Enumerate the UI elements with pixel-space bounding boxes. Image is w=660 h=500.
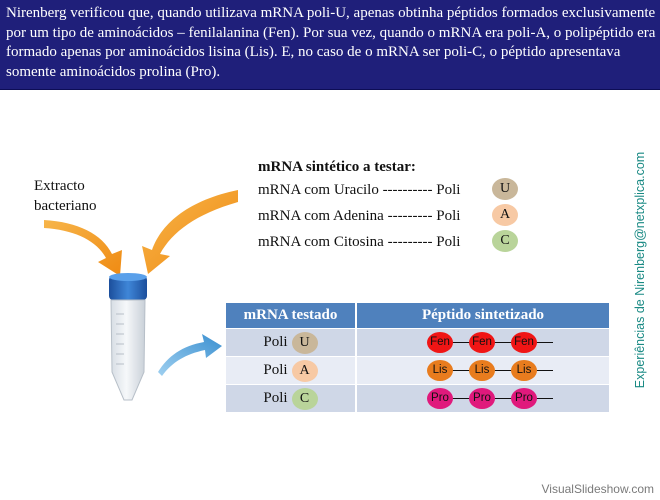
aminoacid-fen: Fen [427,332,453,353]
peptide-chain: Pro Pro Pro [427,388,557,409]
mrna-item-text: mRNA com Citosina --------- Poli [258,234,461,250]
results-table: mRNA testado Péptido sintetizado Poli U … [226,303,609,412]
aminoacid-pro: Pro [427,388,453,409]
aminoacid-fen: Fen [469,332,495,353]
poli-label: Poli [263,362,288,378]
nucleotide-badge-a: A [291,359,318,382]
peptide-cell: Fen Fen Fen [356,328,609,357]
right-orange-arrow [142,190,238,274]
intro-text: Nirenberg verificou que, quando utilizav… [6,5,656,80]
aminoacid-lis: Lis [511,360,537,381]
aminoacid-lis: Lis [469,360,495,381]
table-header-row: mRNA testado Péptido sintetizado [226,303,609,329]
nucleotide-badge-a: A [492,204,518,226]
table-row: Poli U Fen Fen Fen [226,328,609,357]
aminoacid-pro: Pro [511,388,537,409]
mrna-item-uracilo: mRNA com Uracilo ---------- Poli U [258,177,518,203]
mrna-item-citosina: mRNA com Citosina --------- Poli C [258,229,518,255]
watermark: VisualSlideshow.com [541,482,654,496]
nucleotide-badge-u: U [492,178,518,200]
poli-label: Poli [263,390,288,406]
mrna-item-adenina: mRNA com Adenina --------- Poli A [258,203,518,229]
nucleotide-badge-c: C [291,387,318,410]
test-tube-icon [109,273,147,401]
extract-label: Extracto bacteriano [34,178,97,214]
left-orange-arrow [44,220,122,276]
mrna-item-text: mRNA com Uracilo ---------- Poli [258,182,461,198]
aminoacid-pro: Pro [469,388,495,409]
table-row: Poli A Lis Lis Lis [226,356,609,385]
poli-label: Poli [263,334,288,350]
mrna-list: mRNA sintético a testar: mRNA com Uracil… [258,157,518,255]
nucleotide-badge-c: C [492,230,518,252]
header-mrna-testado: mRNA testado [226,303,357,329]
nucleotide-badge-u: U [291,331,318,354]
aminoacid-fen: Fen [511,332,537,353]
aminoacid-lis: Lis [427,360,453,381]
intro-banner: Nirenberg verificou que, quando utilizav… [0,0,660,90]
table-row: Poli C Pro Pro Pro [226,384,609,412]
peptide-chain: Lis Lis Lis [427,360,557,381]
peptide-cell: Lis Lis Lis [356,356,609,385]
mrna-item-text: mRNA com Adenina --------- Poli [258,208,461,224]
mrna-cell: Poli A [226,356,357,385]
header-peptido-sintetizado: Péptido sintetizado [356,303,609,329]
peptide-chain: Fen Fen Fen [427,332,557,353]
mrna-cell: Poli C [226,384,357,412]
mrna-cell: Poli U [226,328,357,357]
mrna-list-heading: mRNA sintético a testar: [258,159,416,175]
peptide-cell: Pro Pro Pro [356,384,609,412]
blue-arrow [158,334,222,376]
